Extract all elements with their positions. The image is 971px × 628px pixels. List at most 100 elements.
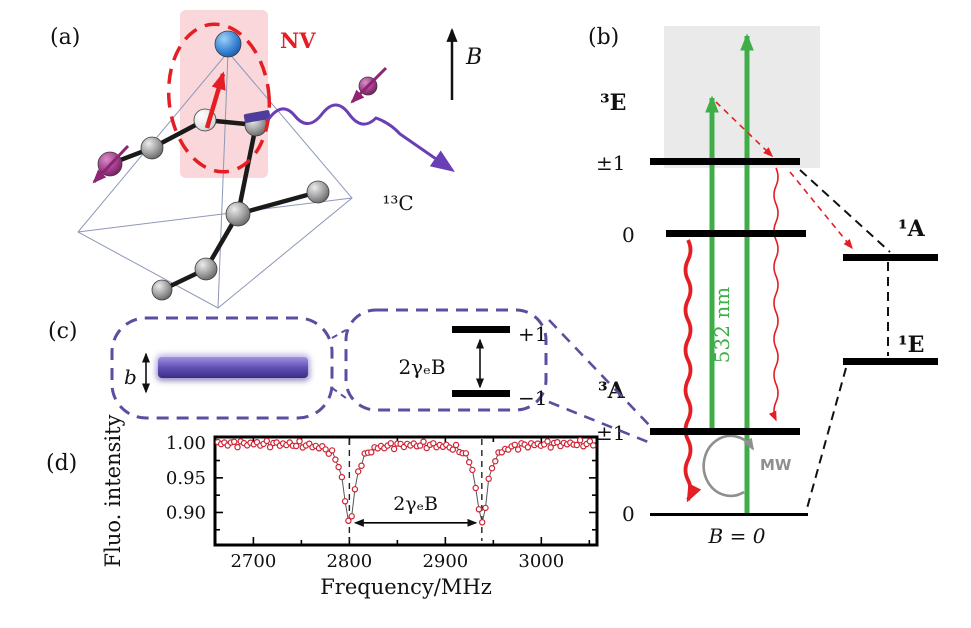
nv-spin-arrow	[204, 71, 226, 129]
box-connector-dashed	[331, 329, 347, 339]
plus-one-label: +1	[518, 322, 547, 346]
data-point	[492, 458, 499, 465]
plus-one-level	[452, 326, 510, 333]
field-amplitude-label: b	[124, 365, 137, 389]
y-tick-label: 0.90	[166, 502, 206, 523]
data-point	[590, 442, 597, 449]
singlet-a-label: ¹A	[898, 216, 926, 242]
data-point	[466, 459, 473, 466]
data-point	[514, 446, 522, 453]
data-point	[234, 444, 241, 451]
zeeman-splitting-box	[344, 308, 548, 412]
data-point	[230, 438, 238, 445]
carbon-sphere	[225, 201, 251, 227]
splitting-annotation: 2γₑB	[393, 493, 438, 515]
excited-state-band	[664, 26, 820, 168]
x-tick-label: 2900	[422, 551, 468, 572]
data-point	[544, 438, 551, 445]
ground-pm1-label: ±1	[596, 421, 625, 445]
level-connector-dashed	[799, 169, 891, 253]
b-field-label: B	[465, 45, 482, 70]
mini-field-bar	[243, 110, 271, 123]
data-point	[368, 449, 375, 456]
data-point	[420, 438, 427, 445]
data-point	[335, 463, 342, 471]
data-point	[417, 442, 424, 449]
panel-d-label: (d)	[46, 451, 77, 476]
data-point	[263, 437, 270, 445]
panel-a-label: (a)	[50, 25, 80, 50]
x-tick-label: 2800	[326, 551, 372, 572]
excited-0-label: 0	[622, 223, 635, 247]
data-point	[348, 513, 355, 520]
data-point	[485, 475, 492, 482]
data-point	[430, 440, 437, 447]
data-point	[338, 473, 346, 481]
data-point	[449, 446, 456, 453]
nv-dashed-ellipse	[166, 22, 272, 174]
nuclear-spin-arrow	[92, 144, 130, 184]
panel-c-label: (c)	[48, 319, 78, 344]
data-point	[576, 437, 584, 444]
mw-drive-loop-arrow	[702, 434, 755, 498]
fluorescence-wavy-arrow	[683, 239, 702, 503]
data-point	[479, 519, 486, 526]
data-point	[358, 462, 365, 469]
singlet-e-level	[843, 358, 938, 365]
data-point	[554, 439, 561, 446]
splitting-label: 2γₑB	[398, 355, 445, 379]
data-point	[452, 441, 460, 449]
data-point	[293, 442, 300, 450]
data-point	[469, 466, 476, 474]
data-point	[524, 444, 532, 451]
excited-pm1-label: ±1	[596, 151, 625, 175]
ground-0-label: 0	[622, 502, 635, 526]
x-tick-label: 2700	[230, 551, 276, 572]
weak-fluorescence-wavy-arrow	[768, 167, 779, 422]
singlet-e-label: ¹E	[898, 332, 924, 358]
data-point	[355, 468, 362, 475]
data-point	[296, 438, 303, 445]
data-point	[345, 517, 352, 525]
carbon-bonds	[107, 117, 321, 293]
y-axis-title: Fluo. intensity	[101, 414, 125, 567]
singlet-a-level	[843, 254, 938, 261]
minus-one-level	[452, 390, 510, 397]
triplet-excited-label: ³E	[600, 90, 626, 116]
carbon-sphere	[306, 180, 330, 204]
field-pulse-bar	[158, 357, 308, 378]
minus-one-label: −1	[518, 386, 547, 410]
data-point	[387, 440, 394, 447]
data-point	[462, 450, 470, 457]
data-point	[332, 456, 339, 463]
panel-b: (b) 532 nm MW ³E ±1 0 ¹A ¹E ³A ±1 0 B = …	[588, 25, 938, 548]
ground-pm1-level	[650, 428, 800, 435]
data-point	[586, 438, 594, 445]
y-tick-label: 0.95	[166, 468, 206, 489]
excited-pm1-level	[650, 158, 800, 165]
data-point	[488, 465, 496, 472]
mw-label: MW	[760, 456, 792, 474]
data-point	[573, 441, 581, 449]
panel-d: (d) Fluo. intensity Frequency/MHz 2700 28…	[46, 414, 599, 599]
nv-label: NV	[280, 28, 316, 53]
data-point	[322, 446, 329, 453]
field-pulse-box	[110, 316, 334, 420]
hyperfine-coupling-wavy-arrow	[266, 103, 455, 173]
data-point	[351, 486, 359, 493]
nuclear-spin-arrow	[350, 66, 388, 104]
plot-frame	[213, 435, 599, 547]
excited-0-level	[666, 230, 806, 237]
lattice-wireframe	[77, 51, 353, 309]
ground-0-level	[650, 513, 808, 516]
zero-field-label: B = 0	[708, 524, 766, 548]
box-connector-dashed	[331, 387, 347, 399]
x-axis-title: Frequency/MHz	[320, 575, 492, 599]
triplet-ground-label: ³A	[598, 378, 626, 404]
data-point	[511, 441, 519, 448]
nv-highlight-pane	[180, 10, 268, 178]
panel-a: (a) NV ¹³C B	[50, 10, 482, 309]
